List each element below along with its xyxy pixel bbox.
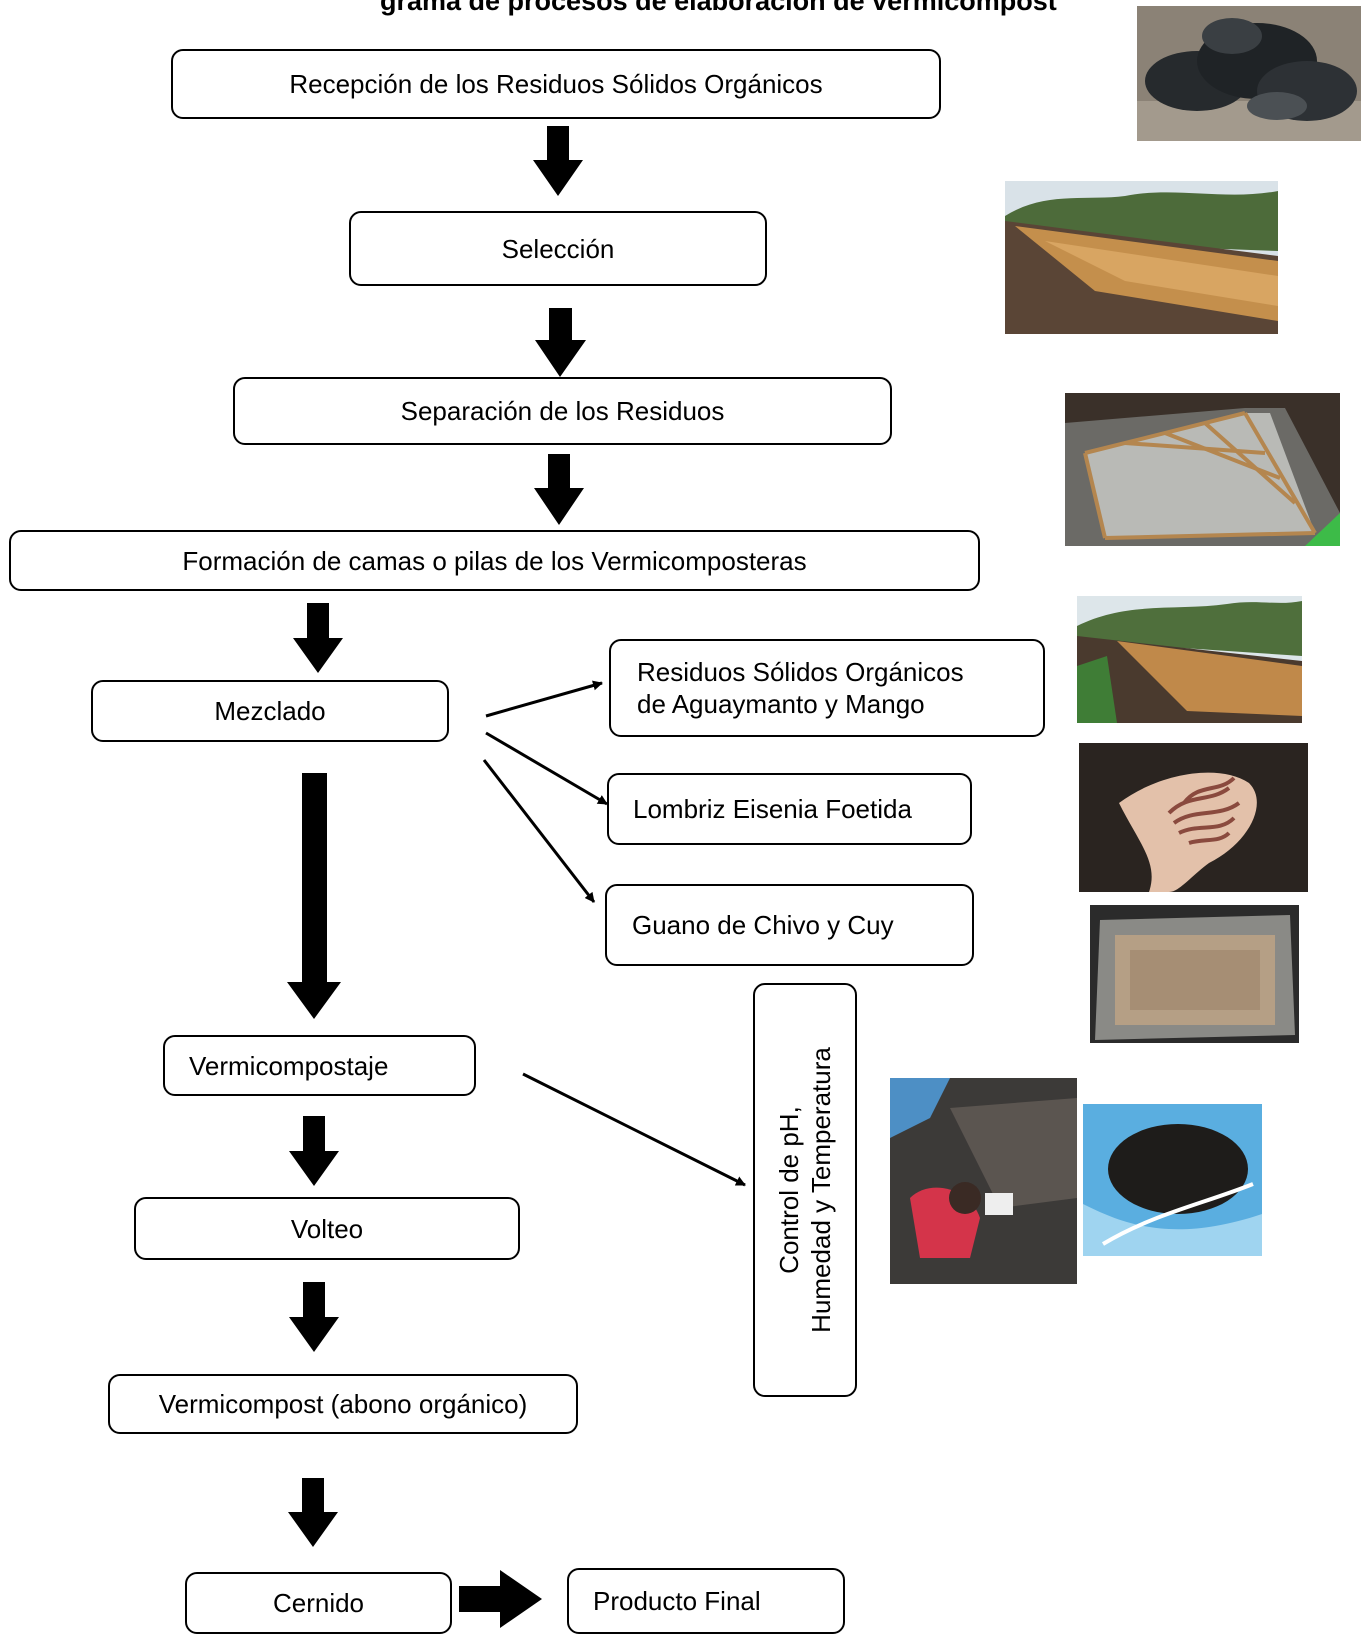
step-mezclado-label: Mezclado [214,696,326,726]
control-line2: Humedad y Temperatura [806,1047,836,1333]
arrow-separacion-formacion [534,454,584,525]
thick-arrows [287,126,586,1628]
arrow-vermicompostaje-volteo [289,1116,339,1186]
input-lombriz-label: Lombriz Eisenia Foetida [633,794,912,824]
photo-mixed-beds [1077,596,1302,723]
input-residuos: Residuos Sólidos Orgánicos de Aguaymanto… [609,639,1045,737]
step-recepcion: Recepción de los Residuos Sólidos Orgáni… [171,49,941,119]
photo-spread-waste [1005,181,1278,334]
photo-guano-bed [1090,905,1299,1043]
input-lombriz: Lombriz Eisenia Foetida [607,773,972,845]
arrow-cernido-producto [459,1570,542,1628]
step-recepcion-label: Recepción de los Residuos Sólidos Orgáni… [289,69,823,99]
step-formacion-label: Formación de camas o pilas de los Vermic… [182,545,807,576]
step-volteo: Volteo [134,1197,520,1260]
diagram-title: grama de procesos de elaboración de verm… [380,0,1057,16]
step-producto-final: Producto Final [567,1568,845,1634]
input-residuos-line1: Residuos Sólidos Orgánicos [637,657,964,687]
step-vermicompostaje: Vermicompostaje [163,1035,476,1096]
step-mezclado: Mezclado [91,680,449,742]
control-line1: Control de pH, [774,1106,804,1274]
step-separacion-label: Separación de los Residuos [400,396,725,426]
arrow-mezclado-lombriz [485,731,608,806]
step-producto-final-label: Producto Final [593,1586,761,1616]
photo-earthworms [1079,743,1308,892]
step-vermicompostaje-label: Vermicompostaje [189,1050,389,1081]
arrow-vermicompost-cernido [288,1478,338,1547]
thin-arrows [482,680,746,1187]
input-residuos-line2: de Aguaymanto y Mango [637,689,925,719]
arrow-vermicompostaje-control [522,1072,746,1187]
control-box: Control de pH, Humedad y Temperatura [753,983,857,1397]
step-volteo-label: Volteo [290,1213,364,1244]
step-formacion: Formación de camas o pilas de los Vermic… [9,530,980,591]
photo-waste-bags [1137,6,1361,141]
arrow-recepcion-seleccion [533,126,583,196]
step-separacion: Separación de los Residuos [233,377,892,445]
step-cernido-label: Cernido [272,1588,365,1618]
input-guano: Guano de Chivo y Cuy [605,884,974,966]
arrow-mezclado-guano [482,759,596,903]
arrow-mezclado-vermicompostaje [287,773,341,1019]
step-cernido: Cernido [185,1572,452,1634]
photo-bed-frames [1065,393,1340,546]
photo-vermicompost-bag [1083,1104,1262,1256]
step-seleccion-label: Selección [501,233,615,264]
control-label: Control de pH, Humedad y Temperatura [773,1047,837,1333]
arrow-mezclado-residuos [485,680,603,718]
arrow-formacion-mezclado [293,603,343,673]
step-vermicompost-label: Vermicompost (abono orgánico) [158,1389,528,1419]
step-seleccion: Selección [349,211,767,286]
step-vermicompost: Vermicompost (abono orgánico) [108,1374,578,1434]
arrow-seleccion-separacion [535,308,586,377]
arrow-volteo-vermicompost [289,1282,339,1352]
input-guano-label: Guano de Chivo y Cuy [632,910,894,940]
photo-measurement [890,1078,1077,1284]
